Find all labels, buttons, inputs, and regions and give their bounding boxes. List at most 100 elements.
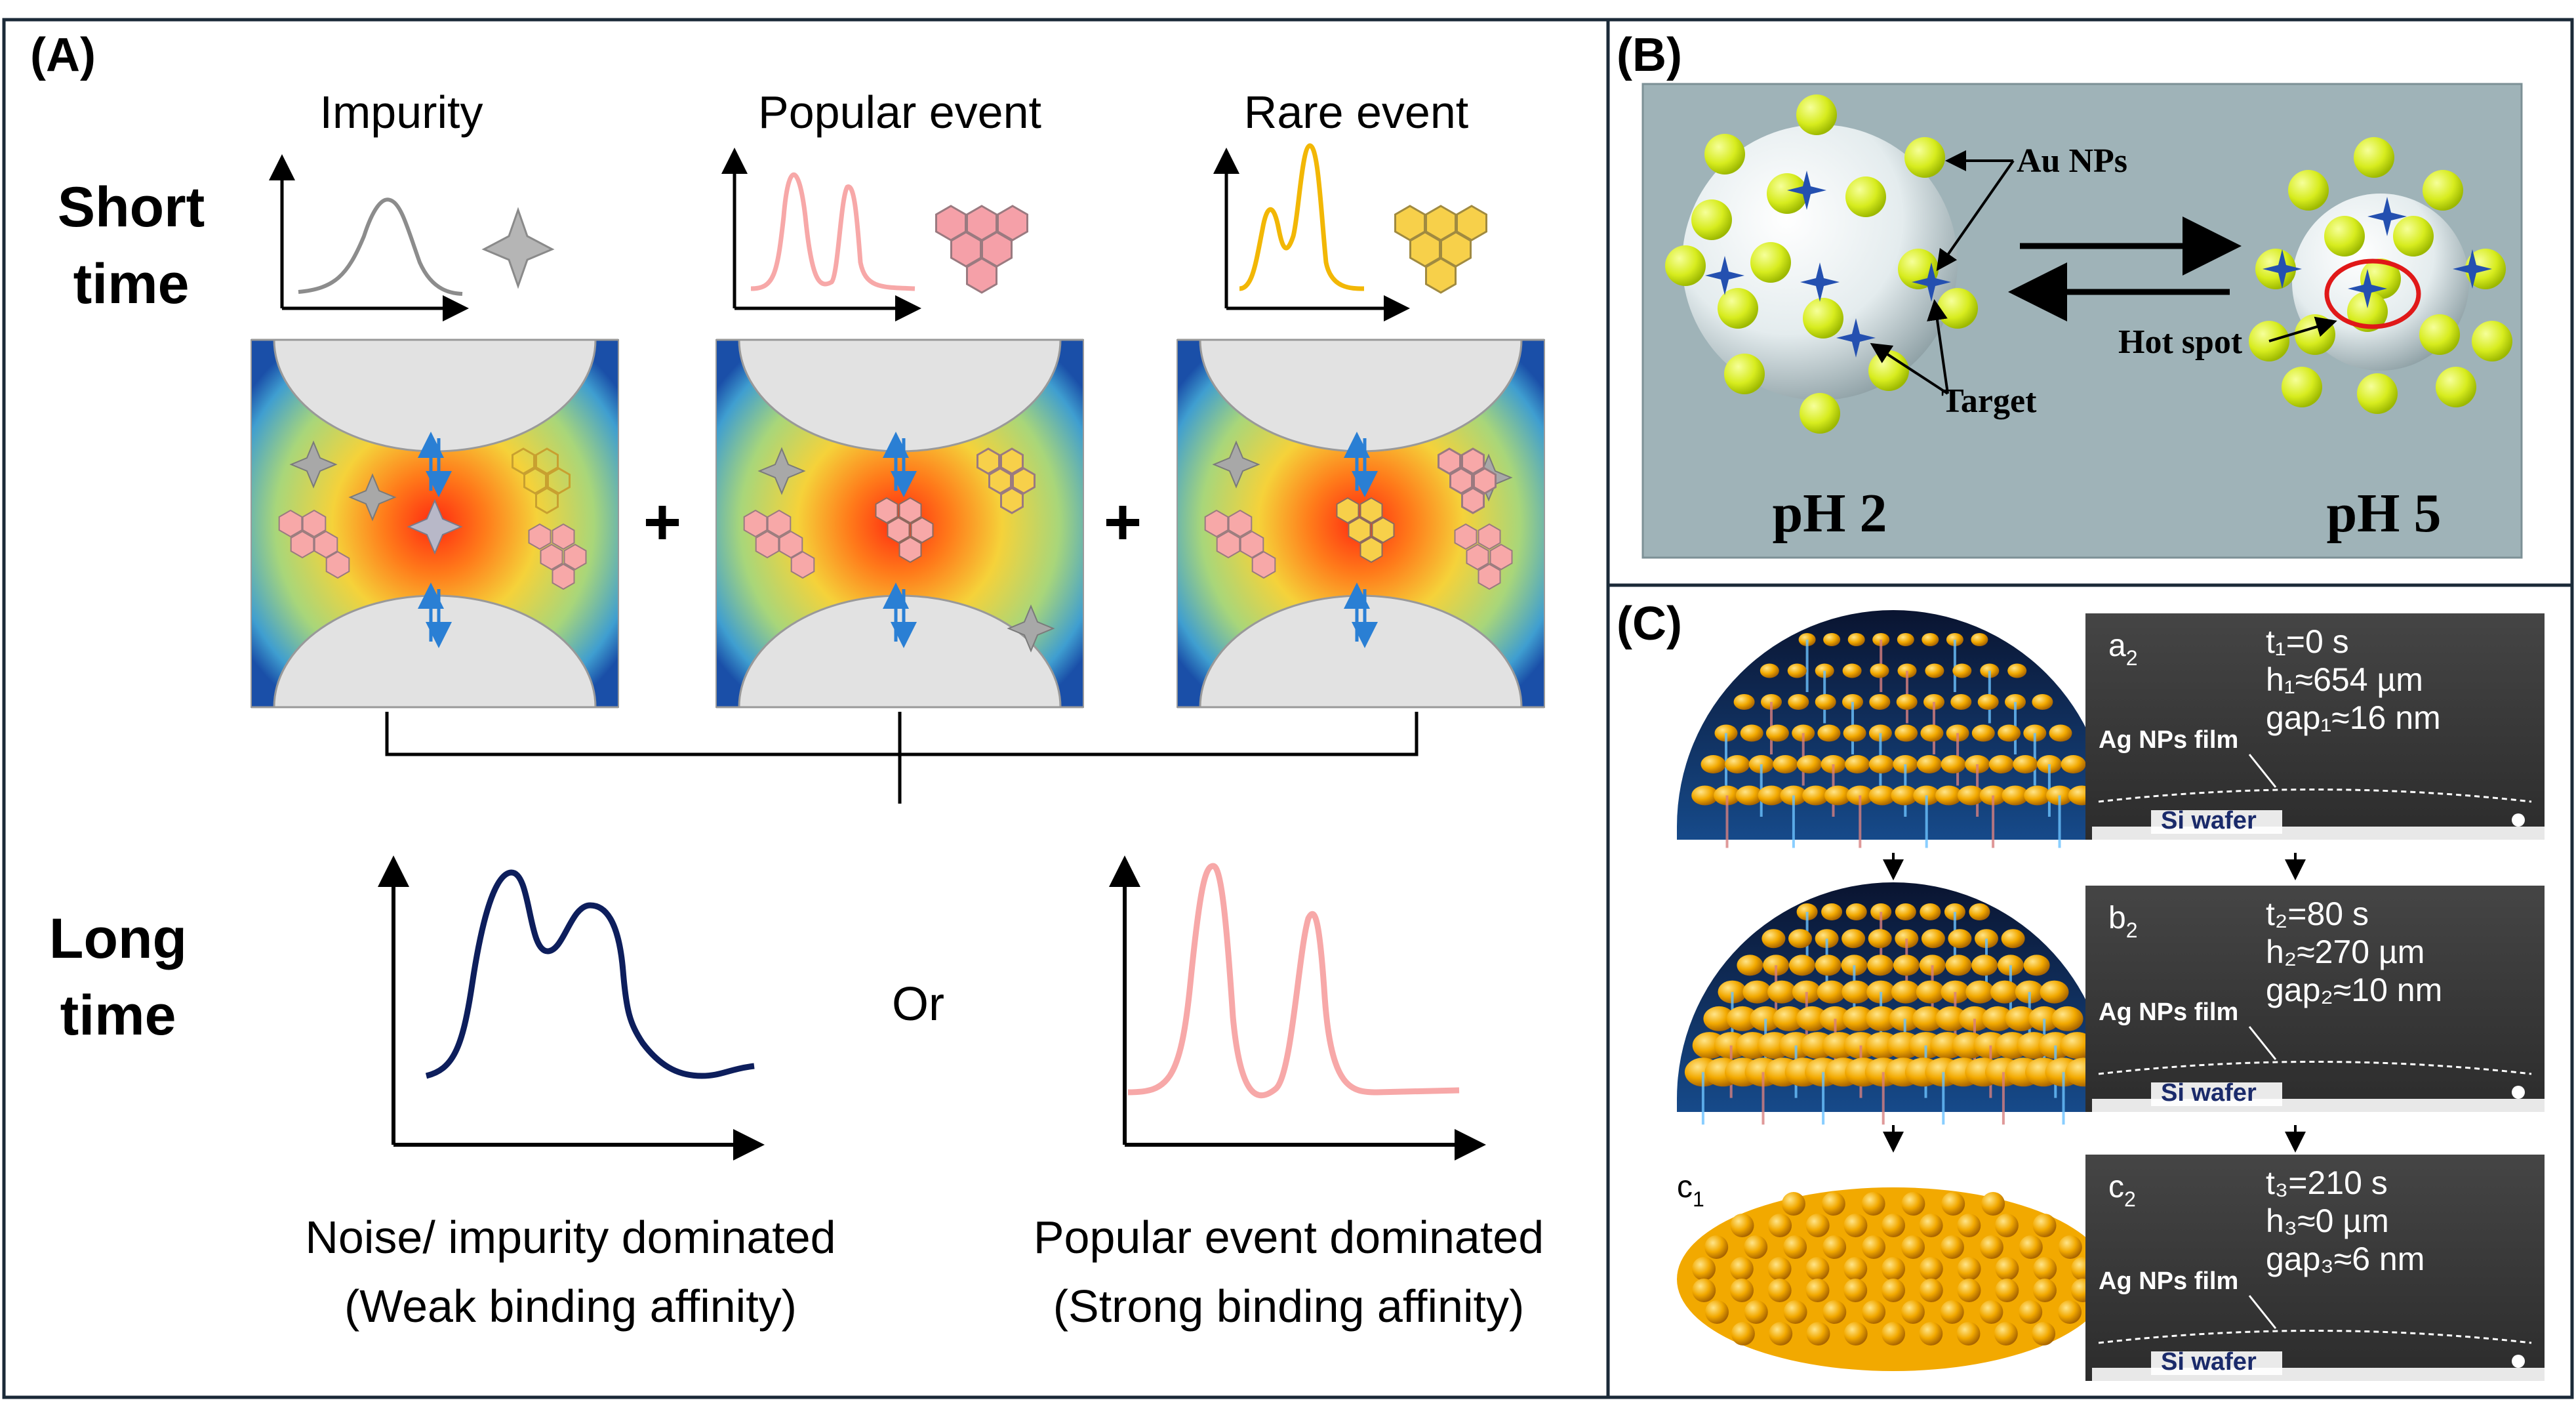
outcome-left-line-1: Noise/ impurity dominated <box>305 1212 835 1263</box>
panel-c-label: (C) <box>1617 598 1682 650</box>
popular-hexagon <box>767 509 792 538</box>
trapped-hexagon <box>910 516 934 544</box>
popular-hexagon <box>1489 543 1513 571</box>
nanogap-box-popular <box>715 339 1084 708</box>
rare-hexagon-icon <box>1394 205 1487 294</box>
hot-spot-label: Hot spot <box>2118 323 2243 361</box>
summation-bracket <box>385 712 1419 804</box>
event-title-rare: Rare event <box>1244 87 1468 138</box>
or-label: Or <box>892 978 944 1031</box>
popular-hexagon <box>325 550 350 579</box>
au-nanoparticle <box>1904 137 1945 178</box>
au-nanoparticle <box>2472 321 2512 361</box>
au-nanoparticle <box>2423 170 2463 211</box>
au-nanoparticle <box>2288 170 2329 211</box>
gap-readout: gap₁≈16 nm <box>2266 699 2441 736</box>
trapped-hexagon <box>898 536 922 564</box>
popular-hexagon <box>1239 530 1264 559</box>
gap-readout: gap₂≈10 nm <box>2266 972 2442 1008</box>
au-nanoparticle <box>2347 291 2388 332</box>
outcome-left-line-2: (Weak binding affinity) <box>344 1281 797 1332</box>
popular-hexagon <box>1449 467 1473 495</box>
si-wafer-label: Si wafer <box>2161 1348 2257 1376</box>
trapped-hexagon <box>1336 497 1359 524</box>
contact-photo-1 <box>2085 613 2545 840</box>
popular-hexagon <box>535 447 559 475</box>
au-nanoparticle <box>2357 373 2398 414</box>
au-nanoparticle <box>1750 242 1791 283</box>
rare-hexagon <box>1000 487 1024 514</box>
popular-hexagon <box>302 509 327 538</box>
figure-frame <box>2 18 2574 1399</box>
trapped-hexagon <box>1348 516 1371 544</box>
long-time-label-2: time <box>60 984 176 1047</box>
droplet-illustration-1 <box>1677 610 2110 848</box>
popular-hexagon <box>528 523 552 550</box>
popular-hexagon <box>755 530 780 559</box>
ph-right-label: pH 5 <box>2326 483 2441 544</box>
target-molecule <box>2263 249 2302 289</box>
popular-hexagon <box>1228 509 1253 538</box>
time-readout: t₂=80 s <box>2266 895 2369 932</box>
popular-hexagon <box>1466 543 1489 571</box>
rare-hexagon <box>1000 447 1024 475</box>
ag-film-label: Ag NPs film <box>2099 998 2238 1026</box>
short-time-label-2: time <box>73 253 190 316</box>
popular-hexagon <box>1478 563 1501 590</box>
ag-film-label: Ag NPs film <box>2099 726 2238 754</box>
trapped-hexagon <box>875 497 898 524</box>
au-nanoparticle <box>1937 288 1978 329</box>
target-molecule <box>1787 171 1826 210</box>
contact-photo-3 <box>2085 1155 2545 1381</box>
plus-sign-1: + <box>643 485 681 559</box>
target-molecule <box>2453 249 2492 289</box>
au-nanoparticle <box>1803 298 1843 339</box>
popular-hexagon <box>1438 447 1461 475</box>
droplet-illustration-3 <box>1677 1187 2110 1371</box>
stage-tag-a: a1 <box>1677 628 1706 670</box>
popular-hexagon <box>1251 550 1276 579</box>
popular-hexagon <box>1204 509 1229 538</box>
height-readout: h₁≈654 µm <box>2266 661 2423 698</box>
au-nanoparticle <box>1796 94 1837 135</box>
trapped-hexagon <box>1359 497 1383 524</box>
popular-hexagon <box>778 530 803 559</box>
outcome-right-line-1: Popular event dominated <box>1034 1212 1544 1263</box>
au-nanoparticle <box>2393 216 2434 257</box>
nanogap-box-rare <box>1177 339 1545 708</box>
target-molecule <box>1800 262 1840 302</box>
popular-hexagon <box>790 550 815 579</box>
au-nanoparticle <box>1718 288 1758 329</box>
popular-hexagon <box>1461 447 1485 475</box>
impurity-star <box>348 473 397 522</box>
au-nps-label: Au NPs <box>2017 142 2127 180</box>
nanogap-box-impurity <box>251 339 619 708</box>
impurity-star <box>757 447 806 495</box>
panel-a: (A) Short time Impurity Popular event Ra… <box>30 29 1545 1332</box>
popular-hexagon <box>563 543 587 571</box>
impurity-star <box>1212 440 1260 489</box>
event-title-popular: Popular event <box>758 87 1041 138</box>
panel-b-label: (B) <box>1617 29 1682 81</box>
popular-hexagon <box>535 487 559 514</box>
rare-hexagon <box>1012 467 1036 495</box>
popular-hexagon <box>313 530 338 559</box>
trapped-hexagon <box>1359 536 1383 564</box>
au-nanoparticle <box>2282 367 2322 407</box>
impurity-star <box>1007 604 1055 653</box>
height-readout: h₃≈0 µm <box>2266 1202 2389 1239</box>
ph-left-label: pH 2 <box>1772 483 1887 544</box>
long-time-impurity-spectrum <box>378 855 765 1160</box>
target-molecule <box>1836 318 1876 358</box>
popular-hexagon <box>278 509 303 538</box>
au-nanoparticle <box>1767 173 1807 214</box>
time-readout: t₁=0 s <box>2266 623 2349 660</box>
event-title-impurity: Impurity <box>320 87 483 138</box>
trapped-hexagon <box>887 516 910 544</box>
trapped-hexagon <box>898 497 922 524</box>
target-molecule <box>2367 197 2407 236</box>
trapped-hexagon <box>1371 516 1395 544</box>
popular-hexagon <box>1216 530 1241 559</box>
long-time-label-1: Long <box>49 907 187 970</box>
popular-hexagon <box>290 530 315 559</box>
